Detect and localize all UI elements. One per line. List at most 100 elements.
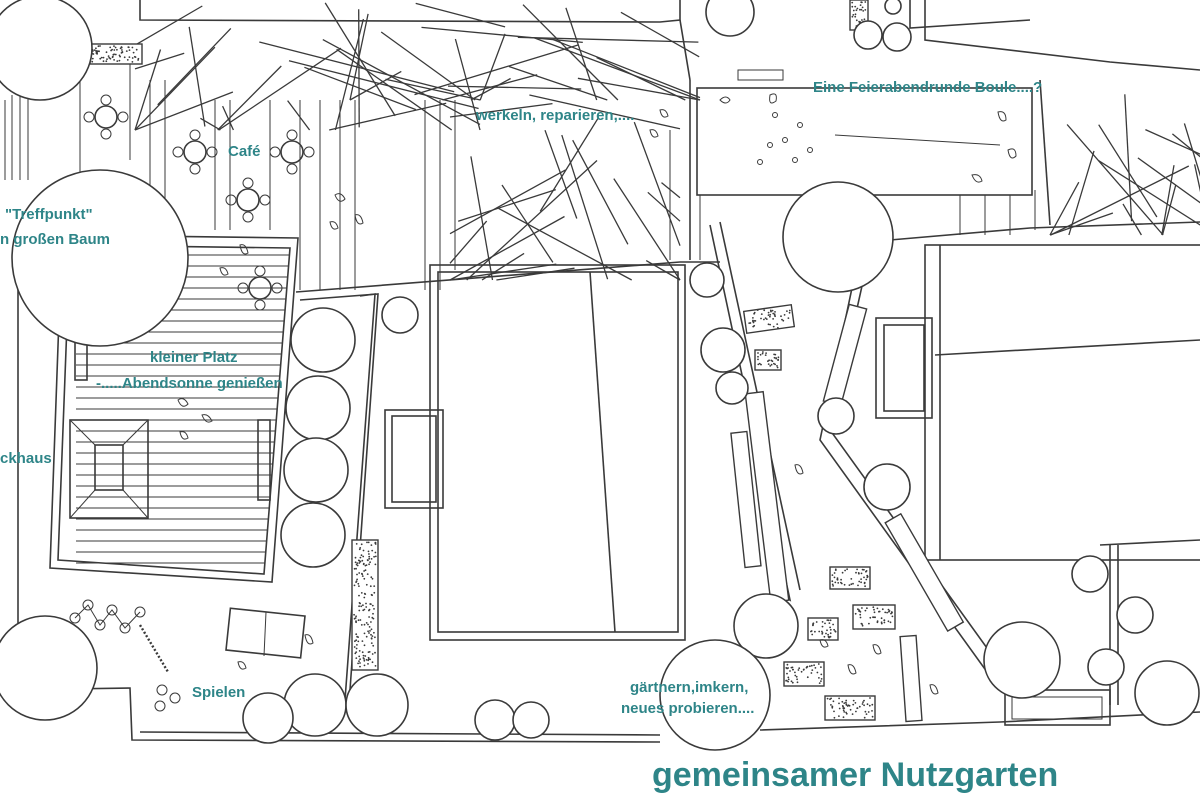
pergola-stick	[565, 7, 598, 101]
pergola-stick	[188, 26, 206, 127]
chair	[242, 211, 254, 223]
chair	[286, 129, 298, 141]
cafe-table	[83, 94, 129, 140]
tree	[512, 701, 550, 739]
pergola-stick	[134, 5, 203, 46]
pergola-stick	[449, 220, 488, 264]
chair	[83, 111, 95, 123]
chair	[286, 163, 298, 175]
label-baum: n großen Baum	[0, 231, 110, 248]
chair	[254, 299, 266, 311]
label-werkeln: werkeln, reparieren,....	[475, 107, 634, 124]
pergola-stick	[457, 188, 557, 222]
pergola-stick	[470, 156, 494, 281]
pergola-stick	[1066, 124, 1164, 236]
hedge-texture	[91, 1, 894, 719]
tree	[882, 22, 912, 52]
pergola-stick	[553, 39, 701, 99]
pergola-stick	[1183, 123, 1200, 177]
pergola-stick	[329, 102, 447, 131]
tree	[0, 0, 93, 101]
chair	[189, 163, 201, 175]
pergola-stick	[544, 129, 578, 219]
pergola-stick	[380, 31, 476, 101]
pergola-stick	[449, 215, 565, 281]
chair	[100, 94, 112, 106]
label-backhaus: ckhaus	[0, 450, 52, 467]
pergola-stick	[1161, 185, 1177, 236]
pergola-stick	[561, 134, 609, 280]
tree	[700, 327, 746, 373]
pergola-stick	[324, 2, 396, 117]
pergola-stick	[508, 65, 608, 101]
tree	[689, 262, 725, 298]
pergola-stick	[1161, 165, 1175, 236]
tree	[659, 639, 771, 751]
tree	[345, 673, 409, 737]
pergola-stick	[1124, 94, 1133, 222]
tree	[280, 502, 346, 568]
pergola-stick	[517, 36, 699, 43]
pergola-stick	[1098, 124, 1158, 218]
tree	[863, 463, 911, 511]
cafe-tables	[83, 94, 315, 311]
plan-title: gemeinsamer Nutzgarten	[652, 756, 1058, 794]
tree	[290, 307, 356, 373]
tree	[983, 621, 1061, 699]
pergola-stick	[534, 37, 701, 101]
pergola-stick	[349, 13, 369, 101]
pergola-stick	[498, 207, 633, 281]
pergola-stick	[1049, 181, 1080, 236]
pergola-stick	[134, 52, 185, 70]
pergola-stick	[481, 252, 525, 281]
pergola-stick	[539, 117, 599, 212]
chair	[206, 146, 218, 158]
label-gaertnern: gärtnern,imkern,	[630, 679, 748, 696]
people-figures	[177, 93, 1017, 695]
tree	[1087, 648, 1125, 686]
tree	[285, 375, 351, 441]
pergola-stick	[322, 39, 481, 125]
pergola-sticks	[134, 2, 1200, 281]
pergola-stick	[217, 65, 282, 131]
pergola-stick	[157, 27, 232, 106]
pergola-stick	[454, 38, 481, 131]
pergola-stick	[134, 49, 162, 131]
pergola-stick	[1171, 133, 1200, 158]
tree	[474, 699, 516, 741]
tree	[242, 692, 294, 744]
cafe-table	[237, 265, 283, 311]
pergola-stick	[414, 44, 579, 96]
label-cafe: Café	[228, 143, 261, 160]
pergola-stick	[421, 26, 583, 44]
pergola-stick	[288, 60, 479, 110]
pergola-stick	[1193, 164, 1200, 193]
pergola-stick	[1049, 212, 1114, 236]
pergola-stick	[447, 85, 582, 90]
pergola-stick	[349, 70, 402, 101]
central-building	[384, 264, 686, 641]
pergola-stick	[134, 46, 216, 131]
pergola-stick	[1068, 150, 1095, 236]
chair	[259, 194, 271, 206]
pergola-stick	[470, 77, 511, 101]
tree	[715, 371, 749, 405]
pergola-stick	[358, 9, 360, 128]
pergola-stick	[645, 260, 681, 281]
label-kleiner-platz: kleiner Platz	[150, 349, 238, 366]
chair	[254, 265, 266, 277]
chair	[225, 194, 237, 206]
pergola-stick	[1145, 129, 1200, 155]
tree	[733, 593, 799, 659]
pergola-stick	[633, 121, 681, 246]
plan-labels: "Treffpunkt" n großen Baum Café werkeln,…	[0, 79, 1058, 794]
pergola-stick	[529, 94, 681, 130]
label-spielen: Spielen	[192, 684, 245, 701]
pergola-stick	[572, 139, 629, 245]
tree	[817, 397, 855, 435]
play-equipment	[69, 599, 181, 712]
pergola-stick	[222, 105, 234, 131]
label-abendsonne: -.....Abendsonne genießen	[96, 375, 283, 392]
tree	[1134, 660, 1200, 726]
